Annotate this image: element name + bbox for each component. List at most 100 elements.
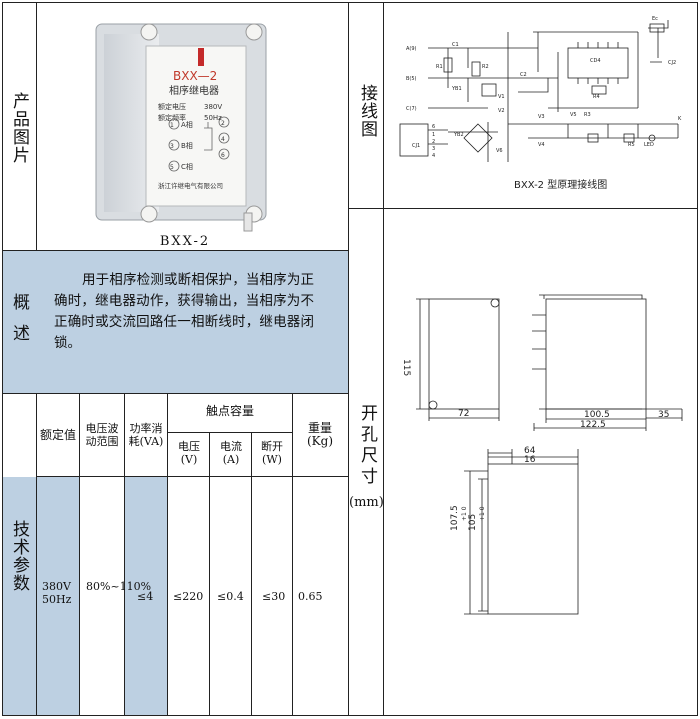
maker-label: 浙江许继电气有限公司 bbox=[158, 181, 223, 190]
header-rated: 额定值 bbox=[39, 427, 76, 442]
terminal-label: 3 bbox=[170, 143, 174, 150]
dim-side-depth: 100.5 bbox=[584, 410, 610, 420]
device-name: 相序继电器 bbox=[169, 84, 219, 97]
section-cutout: 开孔尺寸 bbox=[357, 404, 377, 488]
wiring-label: CJ2 bbox=[668, 60, 676, 66]
value-rated: 380V 50Hz bbox=[42, 580, 72, 606]
column-divider bbox=[383, 2, 384, 716]
row-divider bbox=[2, 393, 348, 394]
header-voltage: 电压(V) bbox=[178, 440, 200, 466]
value-fluctuation: 80%~110% bbox=[86, 580, 152, 593]
wiring-label: R4 bbox=[593, 94, 600, 100]
value-voltage: ≤220 bbox=[173, 590, 204, 603]
row-divider bbox=[2, 250, 348, 251]
wiring-label: V1 bbox=[498, 94, 505, 100]
wiring-label: 4 bbox=[432, 153, 435, 159]
column-divider bbox=[251, 432, 252, 715]
header-weight: 重量(Kg) bbox=[306, 421, 333, 448]
wiring-label: 1 bbox=[432, 132, 435, 138]
wiring-label: K bbox=[678, 116, 682, 122]
phase-label: A相 bbox=[181, 120, 193, 129]
wiring-label: 3 bbox=[432, 146, 435, 152]
section-tech-params: 技术参数 bbox=[9, 520, 29, 592]
rated-freq-value: 50Hz bbox=[204, 114, 222, 122]
wiring-label: Ec bbox=[652, 16, 658, 22]
wiring-label: YB2 bbox=[453, 132, 464, 138]
power-value-band bbox=[124, 477, 167, 715]
wiring-label: R2 bbox=[482, 64, 489, 70]
wiring-label: 6 bbox=[432, 124, 435, 130]
wiring-label: V2 bbox=[498, 108, 505, 114]
header-contact: 触点容量 bbox=[205, 403, 254, 418]
overview-text: 用于相序检测或断相保护，当相序为正确时，继电器动作，获得输出，当相序为不正确时或… bbox=[54, 272, 314, 351]
section-cutout-unit: (mm) bbox=[349, 495, 384, 510]
wiring-label: YB1 bbox=[451, 86, 462, 92]
dim-tol-inner: +1 0 bbox=[479, 506, 486, 521]
column-divider bbox=[209, 432, 210, 715]
dim-side-extra: 35 bbox=[658, 410, 669, 420]
row-divider bbox=[348, 208, 698, 209]
device-title: BXX—2 bbox=[173, 69, 217, 83]
column-divider bbox=[79, 393, 80, 715]
dim-cut-height-inner: 105 bbox=[468, 514, 478, 531]
dim-cut-height-outer: 107.5 bbox=[450, 505, 460, 531]
wiring-label: LED bbox=[644, 142, 654, 148]
phase-label: C相 bbox=[181, 162, 193, 171]
dim-front-height: 115 bbox=[401, 359, 411, 376]
wiring-diagram: A(9) B(5) C(7) C1 C2 R1 R2 R3 R4 R5 YB1 … bbox=[399, 16, 682, 191]
product-photo: BXX—2 相序继电器 额定电压 380V 额定频率 50Hz 1 A相 3 B… bbox=[95, 23, 267, 232]
wiring-label: C2 bbox=[520, 72, 527, 78]
wiring-label: C(7) bbox=[406, 106, 417, 112]
terminal-label: 2 bbox=[221, 120, 225, 127]
rated-value-band bbox=[37, 477, 79, 715]
wiring-label: CJ1 bbox=[412, 143, 420, 149]
header-breaking: 断开(W) bbox=[261, 440, 283, 466]
column-divider bbox=[167, 393, 168, 715]
wiring-label: V4 bbox=[538, 142, 545, 148]
rated-voltage-label: 额定电压 bbox=[158, 102, 186, 111]
wiring-label: A(9) bbox=[406, 46, 417, 52]
product-caption: BXX-2 bbox=[159, 234, 211, 249]
dim-side-total: 122.5 bbox=[580, 420, 606, 430]
overview-band bbox=[3, 251, 348, 393]
terminal-label: 4 bbox=[221, 136, 225, 143]
column-divider bbox=[124, 393, 125, 715]
column-divider bbox=[292, 393, 293, 715]
row-divider bbox=[167, 432, 292, 433]
wiring-label: R5 bbox=[628, 142, 635, 148]
tech-label-band bbox=[3, 477, 36, 715]
phase-label: B相 bbox=[181, 141, 193, 150]
dim-front-width: 72 bbox=[458, 409, 469, 419]
terminal-label: 1 bbox=[170, 122, 174, 129]
section-overview: 概述 bbox=[9, 293, 29, 355]
value-power: ≤4 bbox=[137, 590, 154, 603]
wiring-label: C1 bbox=[452, 42, 459, 48]
section-wiring: 接线图 bbox=[357, 84, 377, 138]
wiring-label: 2 bbox=[432, 139, 435, 145]
row-divider bbox=[36, 476, 348, 477]
value-weight: 0.65 bbox=[298, 590, 323, 603]
header-power: 功率消耗(VA) bbox=[128, 422, 164, 448]
wiring-caption: BXX-2 型原理接线图 bbox=[514, 178, 607, 191]
section-product-photo: 产品图片 bbox=[9, 92, 29, 164]
wiring-label: R1 bbox=[436, 64, 443, 70]
rated-voltage-value: 380V bbox=[204, 103, 222, 111]
terminal-label: 5 bbox=[170, 164, 174, 171]
dim-cut-width: 64 bbox=[524, 446, 536, 456]
terminal-label: 6 bbox=[221, 152, 225, 159]
dimension-drawings: 115 72 100.5 122.5 35 64 16 107.5 +1 0 1… bbox=[401, 294, 683, 615]
dim-tol-outer: +1 0 bbox=[461, 506, 468, 521]
dim-cut-offset: 16 bbox=[524, 455, 536, 465]
wiring-label: V5 bbox=[570, 112, 577, 118]
header-fluctuation: 电压波动范围 bbox=[85, 422, 119, 448]
wiring-label: V3 bbox=[538, 114, 545, 120]
rated-freq-label: 额定频率 bbox=[158, 113, 186, 122]
wiring-label: R3 bbox=[584, 112, 591, 118]
value-breaking: ≤30 bbox=[262, 590, 286, 603]
value-current: ≤0.4 bbox=[217, 590, 244, 603]
wiring-label: V6 bbox=[496, 148, 503, 154]
wiring-label: B(5) bbox=[406, 76, 417, 82]
wiring-label: CD4 bbox=[590, 58, 601, 64]
header-current: 电流(A) bbox=[220, 440, 242, 466]
